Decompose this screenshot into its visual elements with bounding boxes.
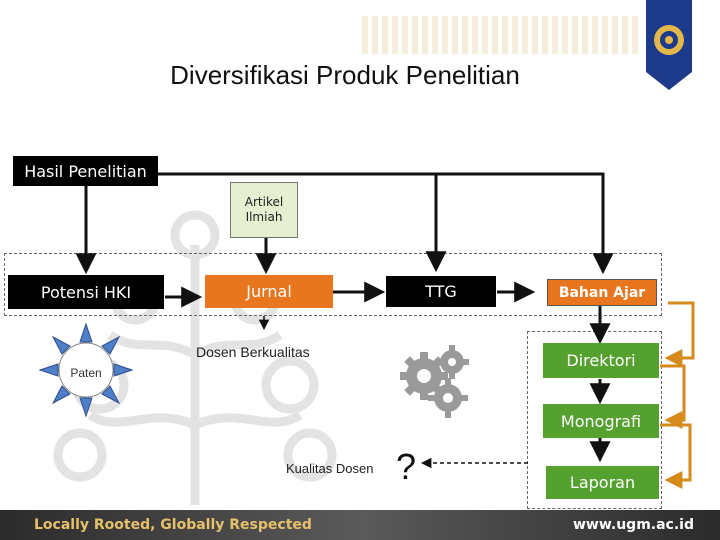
direktori-node: Direktori [543,343,659,378]
bahan-ajar-node: Bahan Ajar [547,279,657,306]
gears-icon [400,345,469,418]
paten-star-icon [38,322,134,418]
hasil-penelitian-node: Hasil Penelitian [13,156,158,186]
dosen-berkualitas-label: Dosen Berkualitas [196,344,310,360]
question-mark-label: ? [396,446,417,487]
ttg-node: TTG [386,276,496,307]
kualitas-dosen-label: Kualitas Dosen [286,461,374,476]
footer-slogan: Locally Rooted, Globally Respected [34,517,312,533]
potensi-hki-node: Potensi HKI [8,275,164,309]
monografi-node: Monografi [543,404,659,438]
footer-website: www.ugm.ac.id [572,517,694,533]
paten-label: Paten [70,366,102,380]
jurnal-node: Jurnal [205,275,333,308]
page-title: Diversifikasi Produk Penelitian [170,60,520,90]
laporan-node: Laporan [546,466,659,499]
university-emblem-icon [646,0,692,90]
artikel-ilmiah-note: Artikel Ilmiah [230,182,298,238]
product-row-frame [4,253,662,316]
footer-bar: Locally Rooted, Globally Respected www.u… [0,510,720,540]
